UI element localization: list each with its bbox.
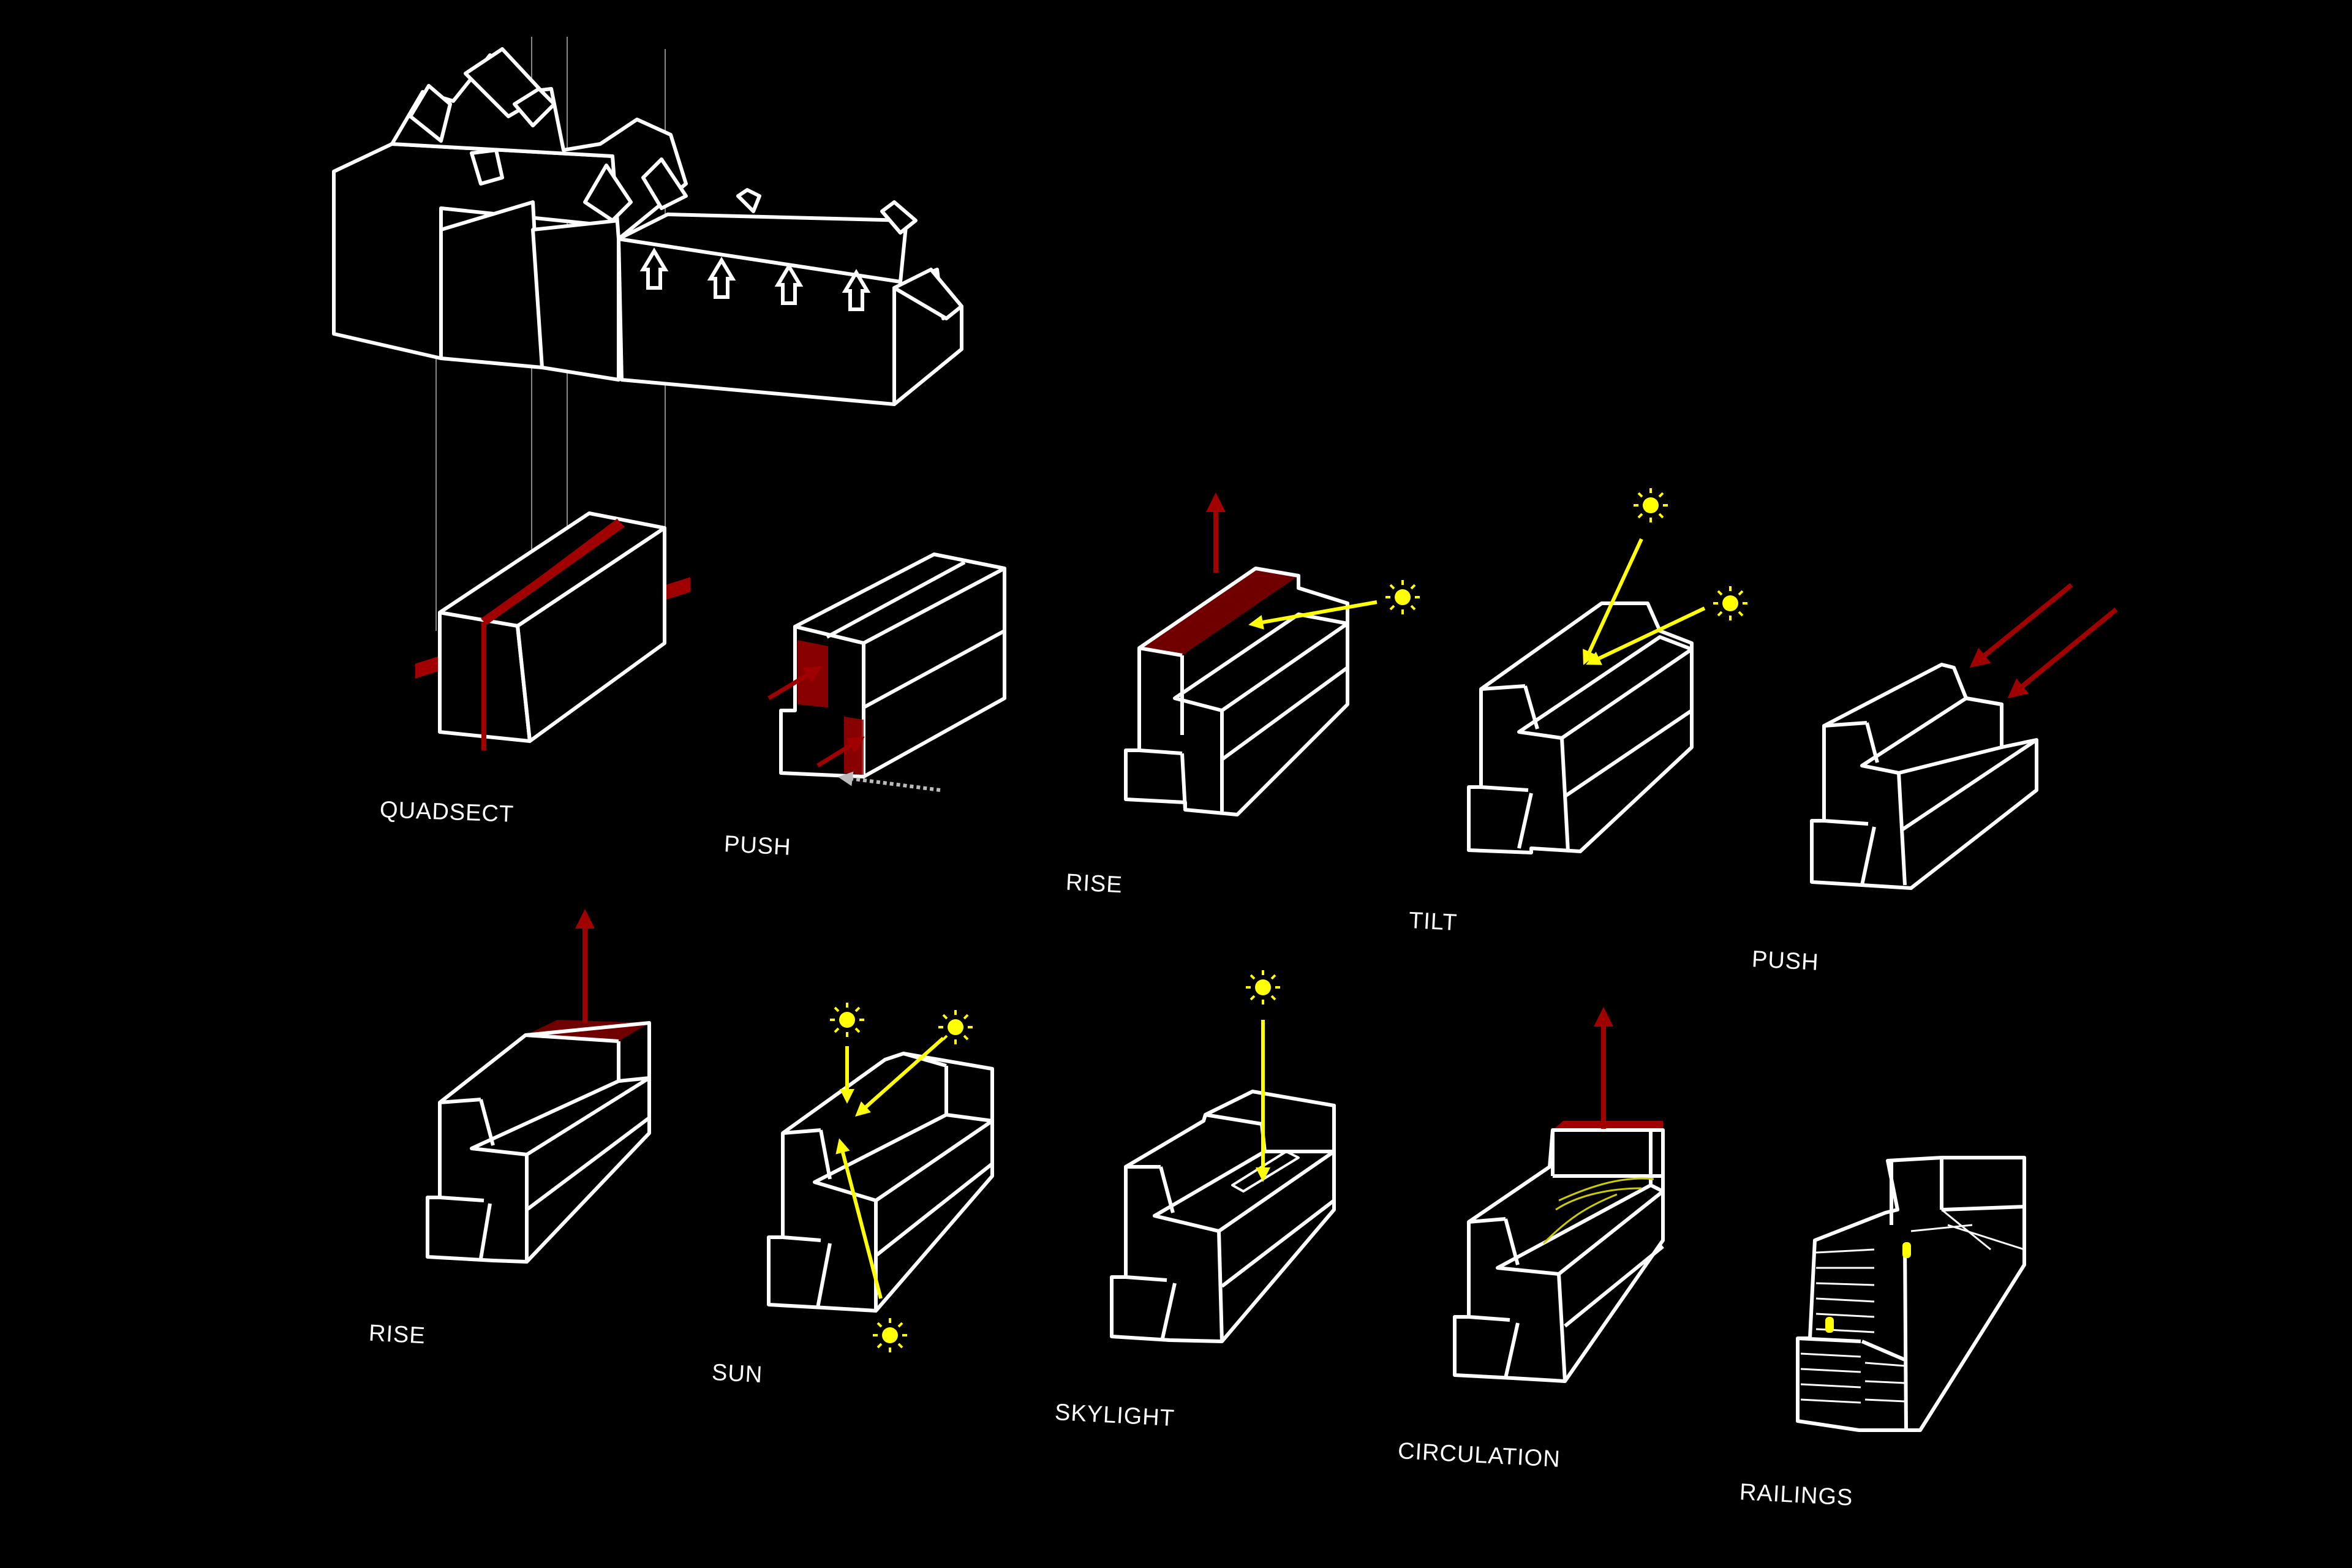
label-sun: SUN xyxy=(710,1359,764,1389)
dormer-windows xyxy=(639,247,871,311)
label-push-1: PUSH xyxy=(723,831,792,861)
label-quadsect: QUADSECT xyxy=(379,797,514,827)
stage-push-2 xyxy=(1810,582,2118,890)
stage-tilt xyxy=(1467,487,1749,854)
label-tilt: TILT xyxy=(1408,907,1458,937)
existing-building xyxy=(332,47,963,406)
stage-push-1 xyxy=(767,552,1006,792)
label-push-2: PUSH xyxy=(1751,946,1820,976)
stage-rise-2 xyxy=(426,909,651,1264)
stage-circulation xyxy=(1453,1007,1665,1383)
stage-sun xyxy=(767,1001,994,1354)
label-rise-2: RISE xyxy=(368,1320,426,1349)
stage-skylight xyxy=(1110,969,1336,1343)
label-rise-1: RISE xyxy=(1065,869,1123,899)
stage-railings xyxy=(1796,1156,2026,1432)
stage-rise-1 xyxy=(1124,492,1421,816)
stage-quadsect xyxy=(415,511,690,750)
